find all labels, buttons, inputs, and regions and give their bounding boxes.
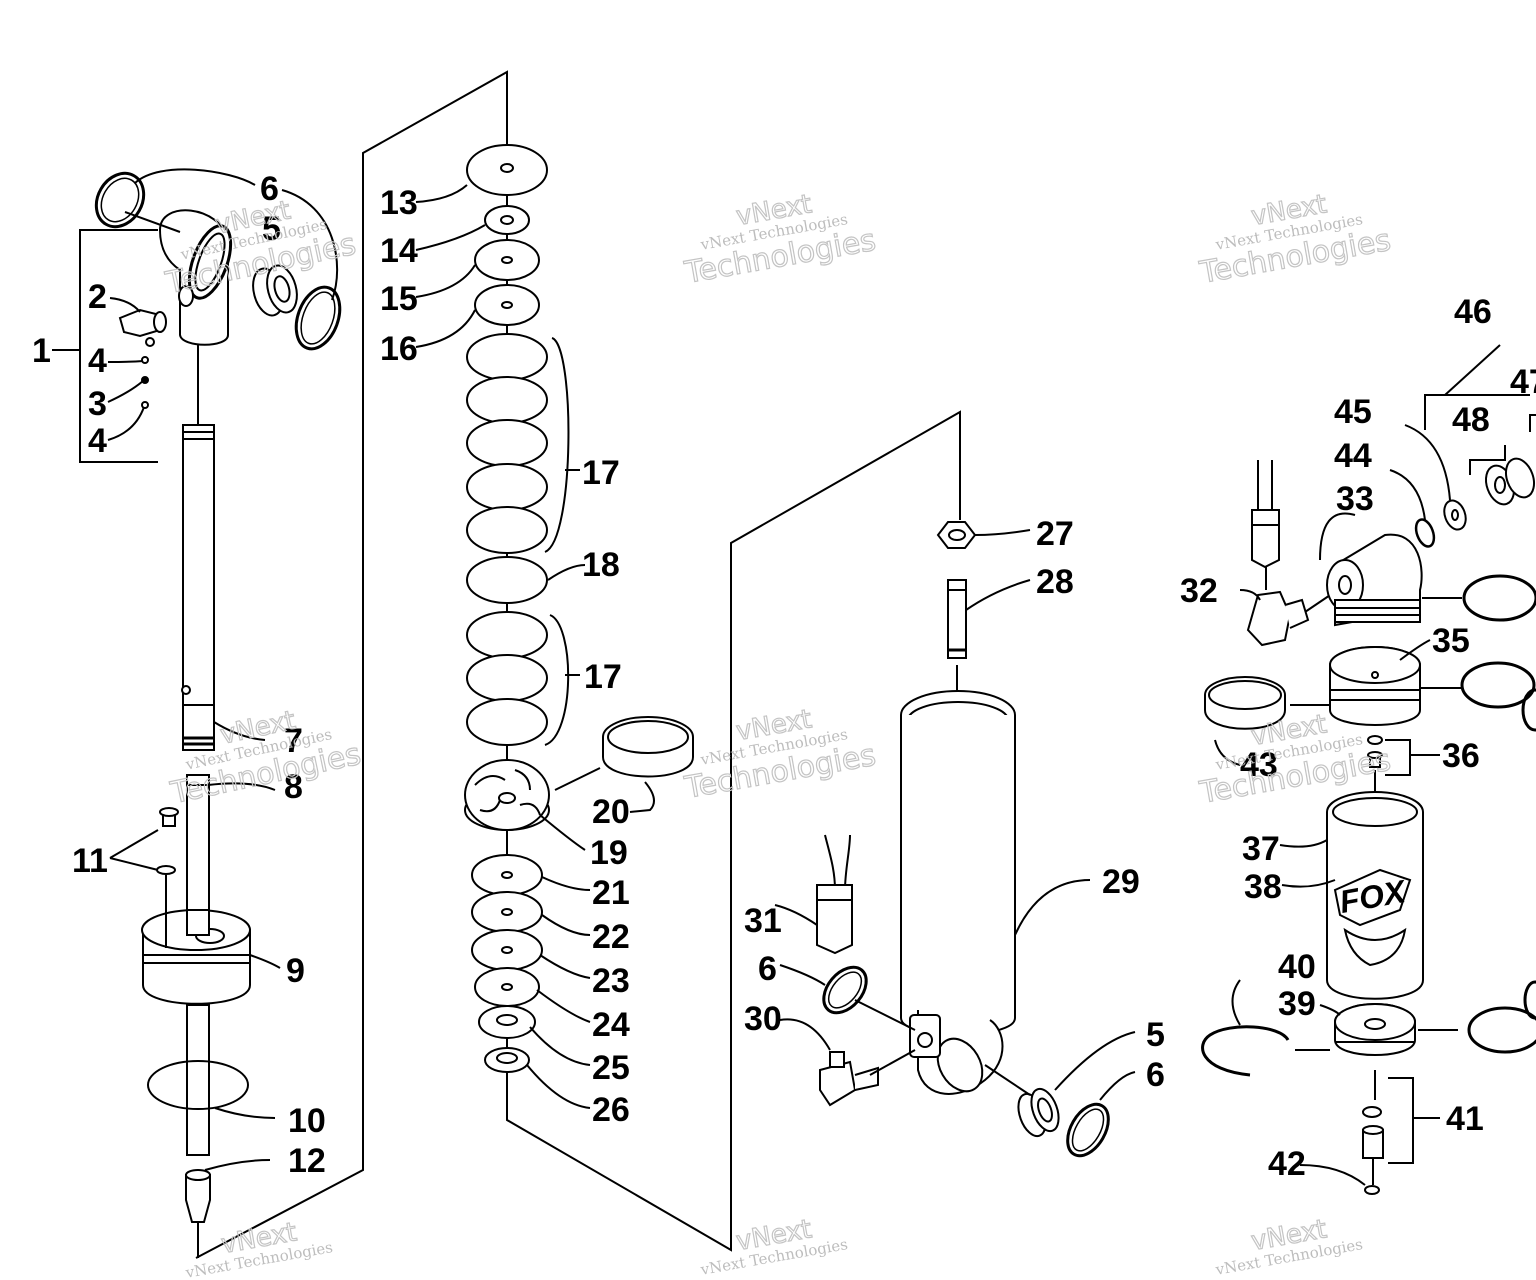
callout-48: 48 bbox=[1452, 401, 1490, 439]
callout-19: 19 bbox=[590, 834, 628, 872]
callout-6b: 6 bbox=[1146, 1056, 1165, 1094]
callout-8: 8 bbox=[284, 768, 303, 806]
callout-21: 21 bbox=[592, 874, 630, 912]
callout-labels: 1 2 3 4 4 5 6 7 8 9 10 11 12 13 14 15 16… bbox=[32, 170, 1536, 1183]
shaft-assembly bbox=[52, 168, 342, 1258]
callout-41: 41 bbox=[1446, 1100, 1484, 1138]
callout-11: 11 bbox=[72, 842, 108, 880]
callout-46: 46 bbox=[1454, 293, 1492, 331]
callout-36: 36 bbox=[1442, 737, 1480, 775]
callout-24: 24 bbox=[592, 1006, 630, 1044]
callout-32: 32 bbox=[1180, 572, 1218, 610]
callout-5: 5 bbox=[262, 210, 281, 248]
panel-outlines bbox=[195, 70, 961, 1259]
reservoir-assembly: FOX bbox=[1201, 344, 1536, 1195]
callout-18: 18 bbox=[582, 546, 620, 584]
watermark: vNext vNext Technologies Technologies bbox=[1196, 189, 1394, 292]
callout-5b: 5 bbox=[1146, 1016, 1165, 1054]
callout-45: 45 bbox=[1334, 393, 1372, 431]
callout-7: 7 bbox=[284, 722, 303, 760]
callout-14: 14 bbox=[380, 232, 418, 270]
callout-3: 3 bbox=[88, 385, 107, 423]
watermark: vNext vNext Technologies bbox=[698, 1214, 849, 1279]
callout-9: 9 bbox=[286, 952, 305, 990]
watermark: vNext vNext Technologies Technologies bbox=[681, 189, 879, 292]
shim-stack-upper bbox=[466, 333, 548, 554]
callout-1: 1 bbox=[32, 332, 51, 370]
callout-47: 47 bbox=[1510, 363, 1536, 401]
watermark: vNext vNext Technologies Technologies bbox=[681, 704, 879, 807]
callout-43: 43 bbox=[1240, 746, 1278, 784]
callout-44: 44 bbox=[1334, 437, 1372, 475]
callout-4: 4 bbox=[88, 342, 107, 380]
callout-30: 30 bbox=[744, 1000, 782, 1038]
watermark: vNext vNext Technologies bbox=[1213, 1214, 1364, 1279]
callout-40: 40 bbox=[1278, 948, 1316, 986]
valve-stack bbox=[415, 144, 694, 1109]
callout-38: 38 bbox=[1244, 868, 1282, 906]
callout-16: 16 bbox=[380, 330, 418, 368]
callout-39: 39 bbox=[1278, 985, 1316, 1023]
callout-31: 31 bbox=[744, 902, 782, 940]
shock-body bbox=[774, 521, 1136, 1158]
callout-13: 13 bbox=[380, 184, 418, 222]
callout-23: 23 bbox=[592, 962, 630, 1000]
callout-29: 29 bbox=[1102, 863, 1140, 901]
callout-26: 26 bbox=[592, 1091, 630, 1129]
callout-12: 12 bbox=[288, 1142, 326, 1180]
callout-37: 37 bbox=[1242, 830, 1280, 868]
callout-10: 10 bbox=[288, 1102, 326, 1140]
callout-15: 15 bbox=[380, 280, 418, 318]
shim-stack-lower bbox=[466, 611, 548, 746]
watermarks: vNext vNext Technologies Technologies vN… bbox=[162, 189, 1394, 1280]
callout-6c: 6 bbox=[758, 950, 777, 988]
callout-20: 20 bbox=[592, 793, 630, 831]
callout-35: 35 bbox=[1432, 622, 1470, 660]
callout-27: 27 bbox=[1036, 515, 1074, 553]
callout-2: 2 bbox=[88, 278, 107, 316]
callout-25: 25 bbox=[592, 1049, 630, 1087]
callout-17: 17 bbox=[582, 454, 620, 492]
callout-6: 6 bbox=[260, 170, 279, 208]
callout-42: 42 bbox=[1268, 1145, 1306, 1183]
callout-33: 33 bbox=[1336, 480, 1374, 518]
callout-17b: 17 bbox=[584, 658, 622, 696]
callout-28: 28 bbox=[1036, 563, 1074, 601]
callout-4b: 4 bbox=[88, 422, 107, 460]
callout-22: 22 bbox=[592, 918, 630, 956]
